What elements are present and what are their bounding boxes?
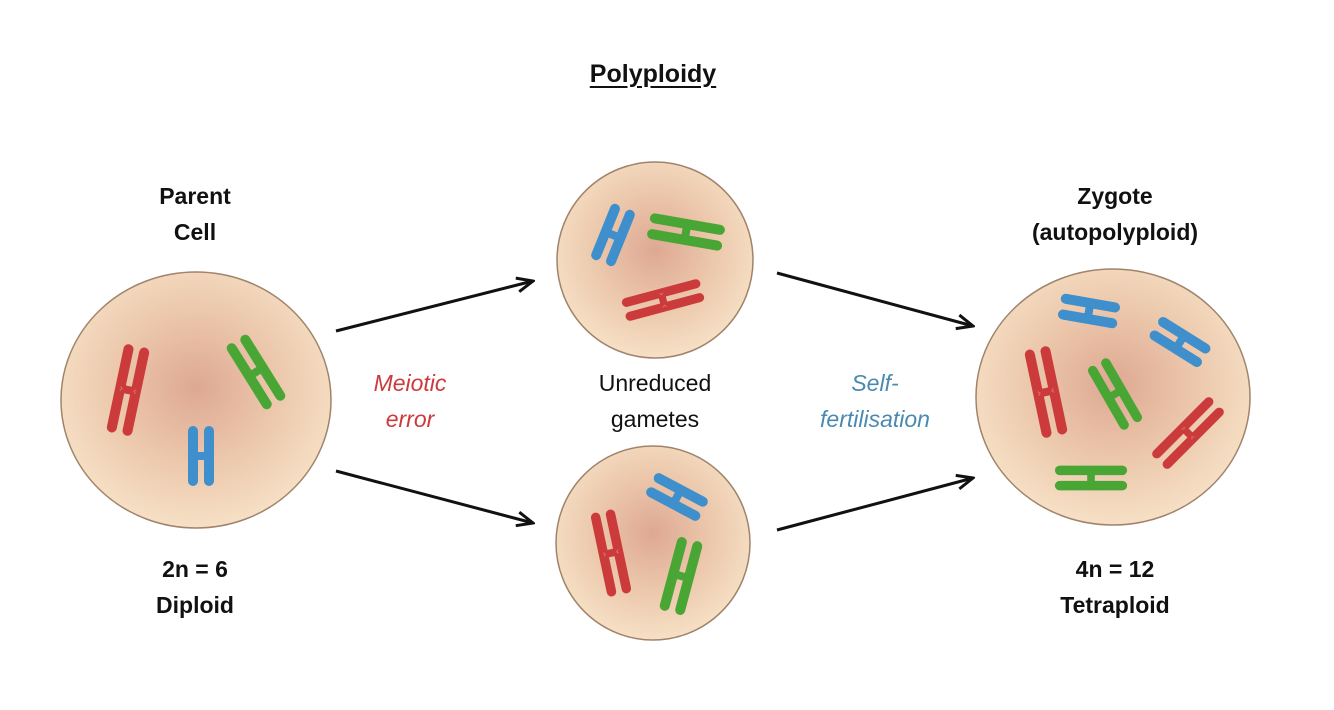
arrow-to-top-gamete bbox=[335, 281, 533, 333]
diagram-title: Polyploidy bbox=[589, 60, 717, 88]
meiotic-error-label: Meiotic error bbox=[330, 365, 490, 437]
parent-formula: 2n = 6 bbox=[162, 556, 228, 582]
gametes-line-1: Unreduced bbox=[598, 370, 712, 396]
bottom-gamete-cell bbox=[555, 445, 751, 641]
self-fertilisation-line-1: Self- bbox=[851, 370, 899, 396]
meiotic-error-line-1: Meiotic bbox=[373, 370, 447, 396]
unreduced-gametes-label: Unreduced gametes bbox=[555, 365, 755, 437]
gametes-line-2: gametes bbox=[610, 406, 700, 432]
parent-cell-heading: Parent Cell bbox=[95, 178, 295, 250]
zygote-formula: 4n = 12 bbox=[1075, 556, 1155, 582]
zygote-ploidy: 4n = 12 Tetraploid bbox=[1000, 551, 1230, 623]
parent-heading-line-1: Parent bbox=[159, 183, 231, 209]
arrow-to-bottom-gamete bbox=[335, 469, 533, 523]
meiotic-error-line-2: error bbox=[385, 406, 435, 432]
arrow-top-gamete-to-zygote bbox=[776, 271, 973, 326]
zygote-heading-line-1: Zygote bbox=[1077, 183, 1153, 209]
arrow-bottom-gamete-to-zygote bbox=[776, 478, 973, 532]
self-fertilisation-line-2: fertilisation bbox=[820, 406, 930, 432]
zygote-cell bbox=[975, 268, 1251, 526]
parent-cell bbox=[60, 271, 332, 529]
parent-ploidy-label: Diploid bbox=[156, 592, 234, 618]
parent-heading-line-2: Cell bbox=[173, 219, 217, 245]
zygote-heading: Zygote (autopolyploid) bbox=[1000, 178, 1230, 250]
zygote-heading-line-2: (autopolyploid) bbox=[1031, 219, 1199, 245]
top-gamete-cell bbox=[556, 161, 754, 359]
self-fertilisation-label: Self- fertilisation bbox=[790, 365, 960, 437]
parent-cell-ploidy: 2n = 6 Diploid bbox=[95, 551, 295, 623]
zygote-ploidy-label: Tetraploid bbox=[1060, 592, 1170, 618]
